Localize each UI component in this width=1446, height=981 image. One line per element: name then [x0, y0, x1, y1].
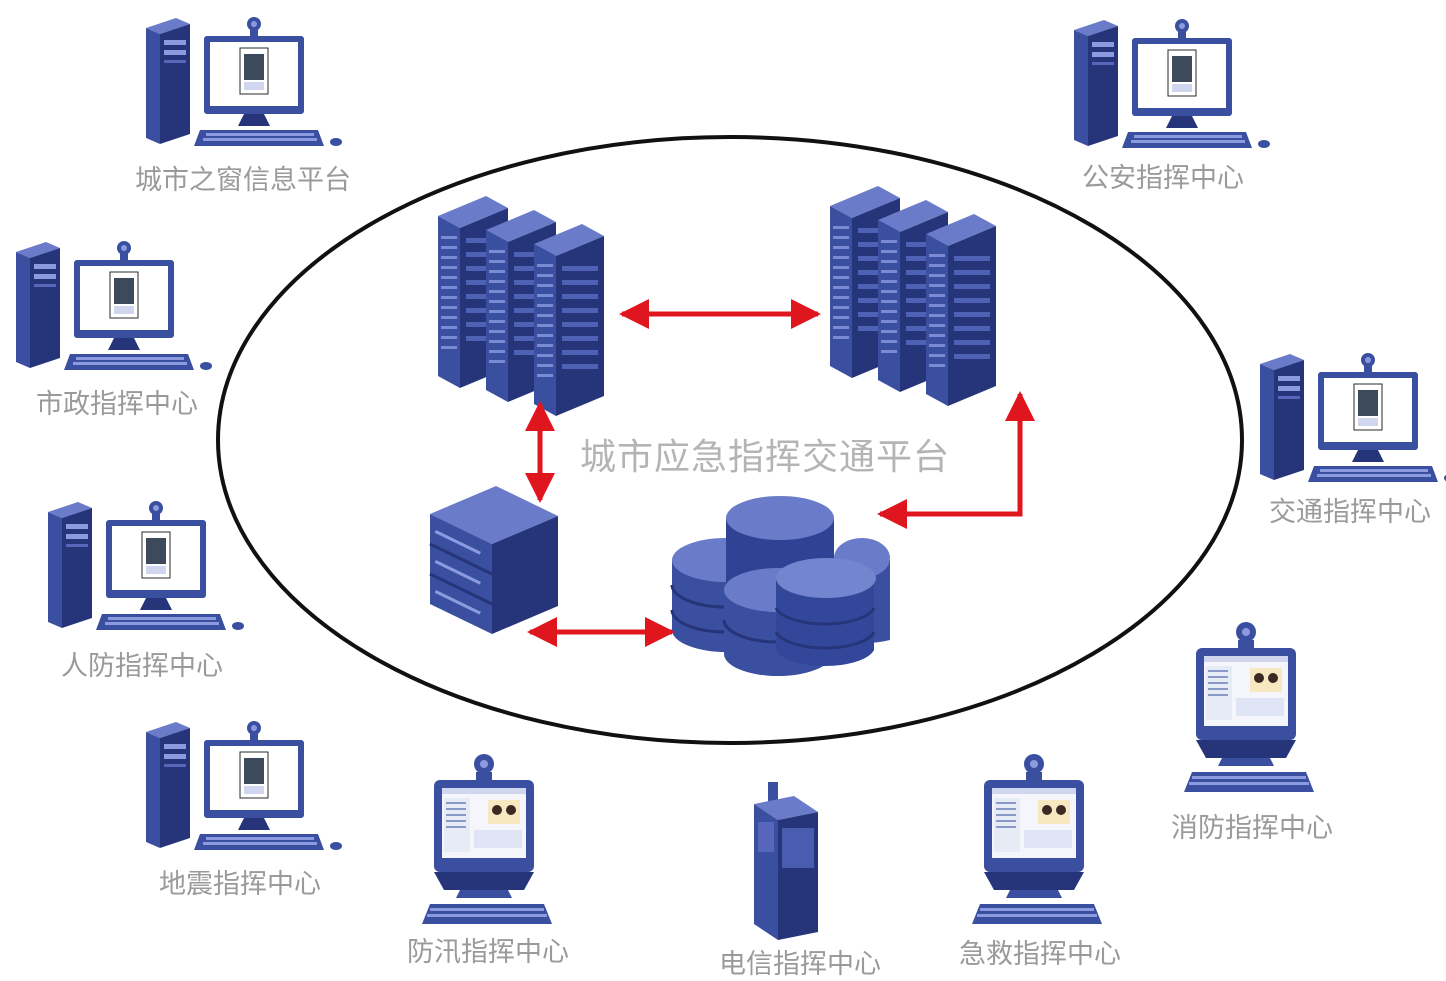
station-label-emergency-rescue: 急救指挥中心	[959, 939, 1121, 970]
telecom-device-icon[interactable]	[754, 782, 818, 940]
network-switch-icon	[429, 486, 558, 634]
data-flow-arrows	[525, 299, 1035, 647]
arrow-database-server	[877, 391, 1035, 529]
station-label-public-security: 公安指挥中心	[1082, 163, 1244, 194]
station-label-earthquake: 地震指挥中心	[159, 869, 321, 900]
server-cluster-left	[438, 196, 604, 416]
workstation-traffic[interactable]	[1259, 352, 1446, 483]
workstation-municipal[interactable]	[15, 240, 213, 371]
platform-boundary	[216, 135, 1244, 745]
station-label-municipal: 市政指挥中心	[36, 389, 198, 420]
workstation-public-security[interactable]	[1073, 18, 1271, 149]
station-label-traffic: 交通指挥中心	[1269, 497, 1431, 528]
terminal-emergency-rescue[interactable]	[972, 754, 1102, 924]
station-label-city-window: 城市之窗信息平台	[135, 165, 351, 196]
terminal-fire[interactable]	[1184, 622, 1314, 792]
workstation-civil-defense[interactable]	[47, 500, 245, 631]
station-label-civil-defense: 人防指挥中心	[61, 651, 223, 682]
station-label-flood: 防汛指挥中心	[407, 937, 569, 968]
platform-title: 城市应急指挥交通平台	[579, 437, 951, 478]
terminal-flood[interactable]	[422, 754, 552, 924]
workstation-city-window[interactable]	[145, 16, 343, 147]
station-label-fire: 消防指挥中心	[1171, 813, 1333, 844]
database-icon	[670, 496, 890, 676]
station-label-telecom: 电信指挥中心	[719, 949, 881, 980]
workstation-earthquake[interactable]	[145, 720, 343, 851]
server-cluster-right	[830, 186, 996, 406]
